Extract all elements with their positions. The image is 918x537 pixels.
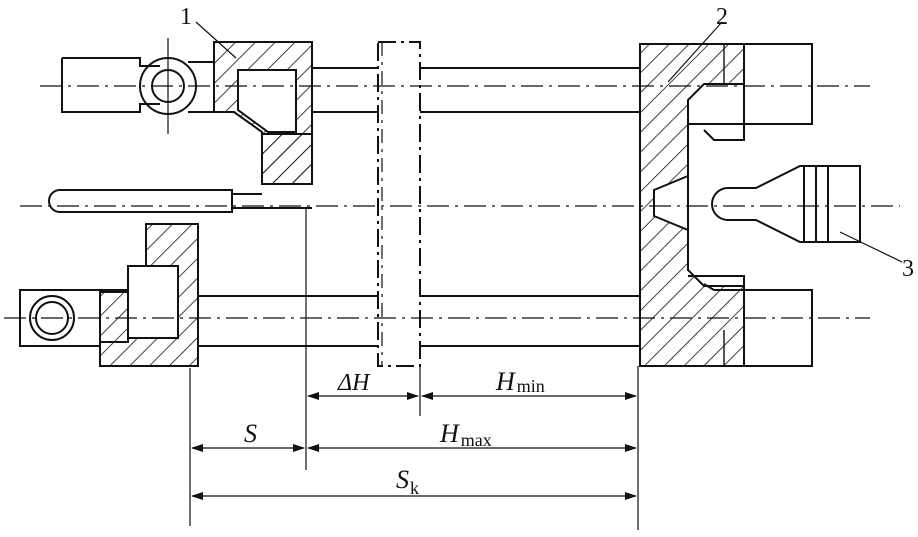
- leader-3: [839, 231, 903, 263]
- label-s-k: Sk: [396, 465, 419, 498]
- upper-tie-bar: [312, 67, 640, 113]
- extension-lines: [189, 208, 639, 530]
- label-s: S: [244, 419, 257, 448]
- part-2-fixed-platen: [639, 43, 745, 367]
- part-label-1: 1: [180, 4, 192, 30]
- leader-1: [195, 21, 237, 59]
- part-label-2: 2: [716, 4, 728, 30]
- platen-upper-housing: [688, 43, 813, 141]
- platen-lower-housing: [688, 275, 813, 367]
- label-delta-h: ΔH: [337, 370, 371, 396]
- ejector-rod: [48, 189, 312, 213]
- movable-plate-outline: [377, 41, 421, 367]
- leader-lines: [195, 21, 903, 263]
- part-1-lower-flange: [261, 133, 313, 185]
- part-3-nozzle: [711, 165, 861, 243]
- center-lines: [4, 85, 900, 319]
- lower-left-block: [99, 223, 199, 367]
- part-label-3: 3: [902, 256, 914, 282]
- leader-2: [667, 21, 723, 83]
- dimension-lines: [191, 392, 637, 500]
